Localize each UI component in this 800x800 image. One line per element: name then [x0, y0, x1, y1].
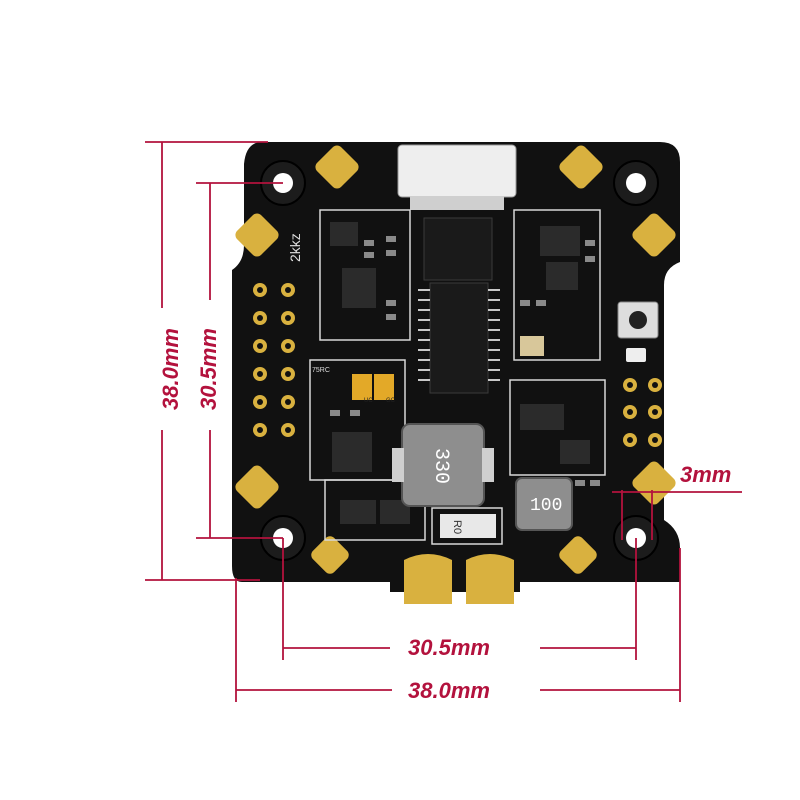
main-ic [423, 217, 493, 394]
top-connector [397, 144, 517, 210]
mounting-hole-top-right [613, 160, 659, 206]
silkscreen-outlines [309, 209, 606, 545]
small-components [330, 222, 590, 524]
inductor-small [515, 477, 573, 531]
capacitors [352, 336, 544, 400]
part-label: 75RC [312, 367, 330, 374]
label-mount-height: 30.5mm [196, 328, 221, 410]
label-overall-height: 38.0mm [158, 328, 183, 410]
label-hole-size: 3mm [680, 462, 731, 487]
label-mount-width: 30.5mm [408, 635, 490, 660]
silkscreen-code: 2kkz [287, 233, 303, 262]
battery-pads [404, 554, 514, 604]
diode [440, 514, 496, 538]
passive-components [330, 236, 600, 486]
inductor-large-label: 330 [429, 448, 452, 484]
label-overall-width: 38.0mm [408, 678, 490, 703]
dimension-lines [145, 141, 742, 702]
diode-label: R0 [451, 520, 463, 534]
inductor-small-label: 100 [530, 496, 562, 516]
inductor-large [392, 423, 494, 507]
boot-button [617, 301, 659, 339]
motor-pads [235, 145, 676, 574]
cap-label-1: UC [364, 398, 373, 404]
pcb-board: UC GC 75RC 2kkz 330 100 R0 [232, 142, 680, 604]
white-led [626, 348, 646, 362]
ic-pins [418, 289, 500, 381]
cap-label-2: GC [386, 398, 396, 404]
